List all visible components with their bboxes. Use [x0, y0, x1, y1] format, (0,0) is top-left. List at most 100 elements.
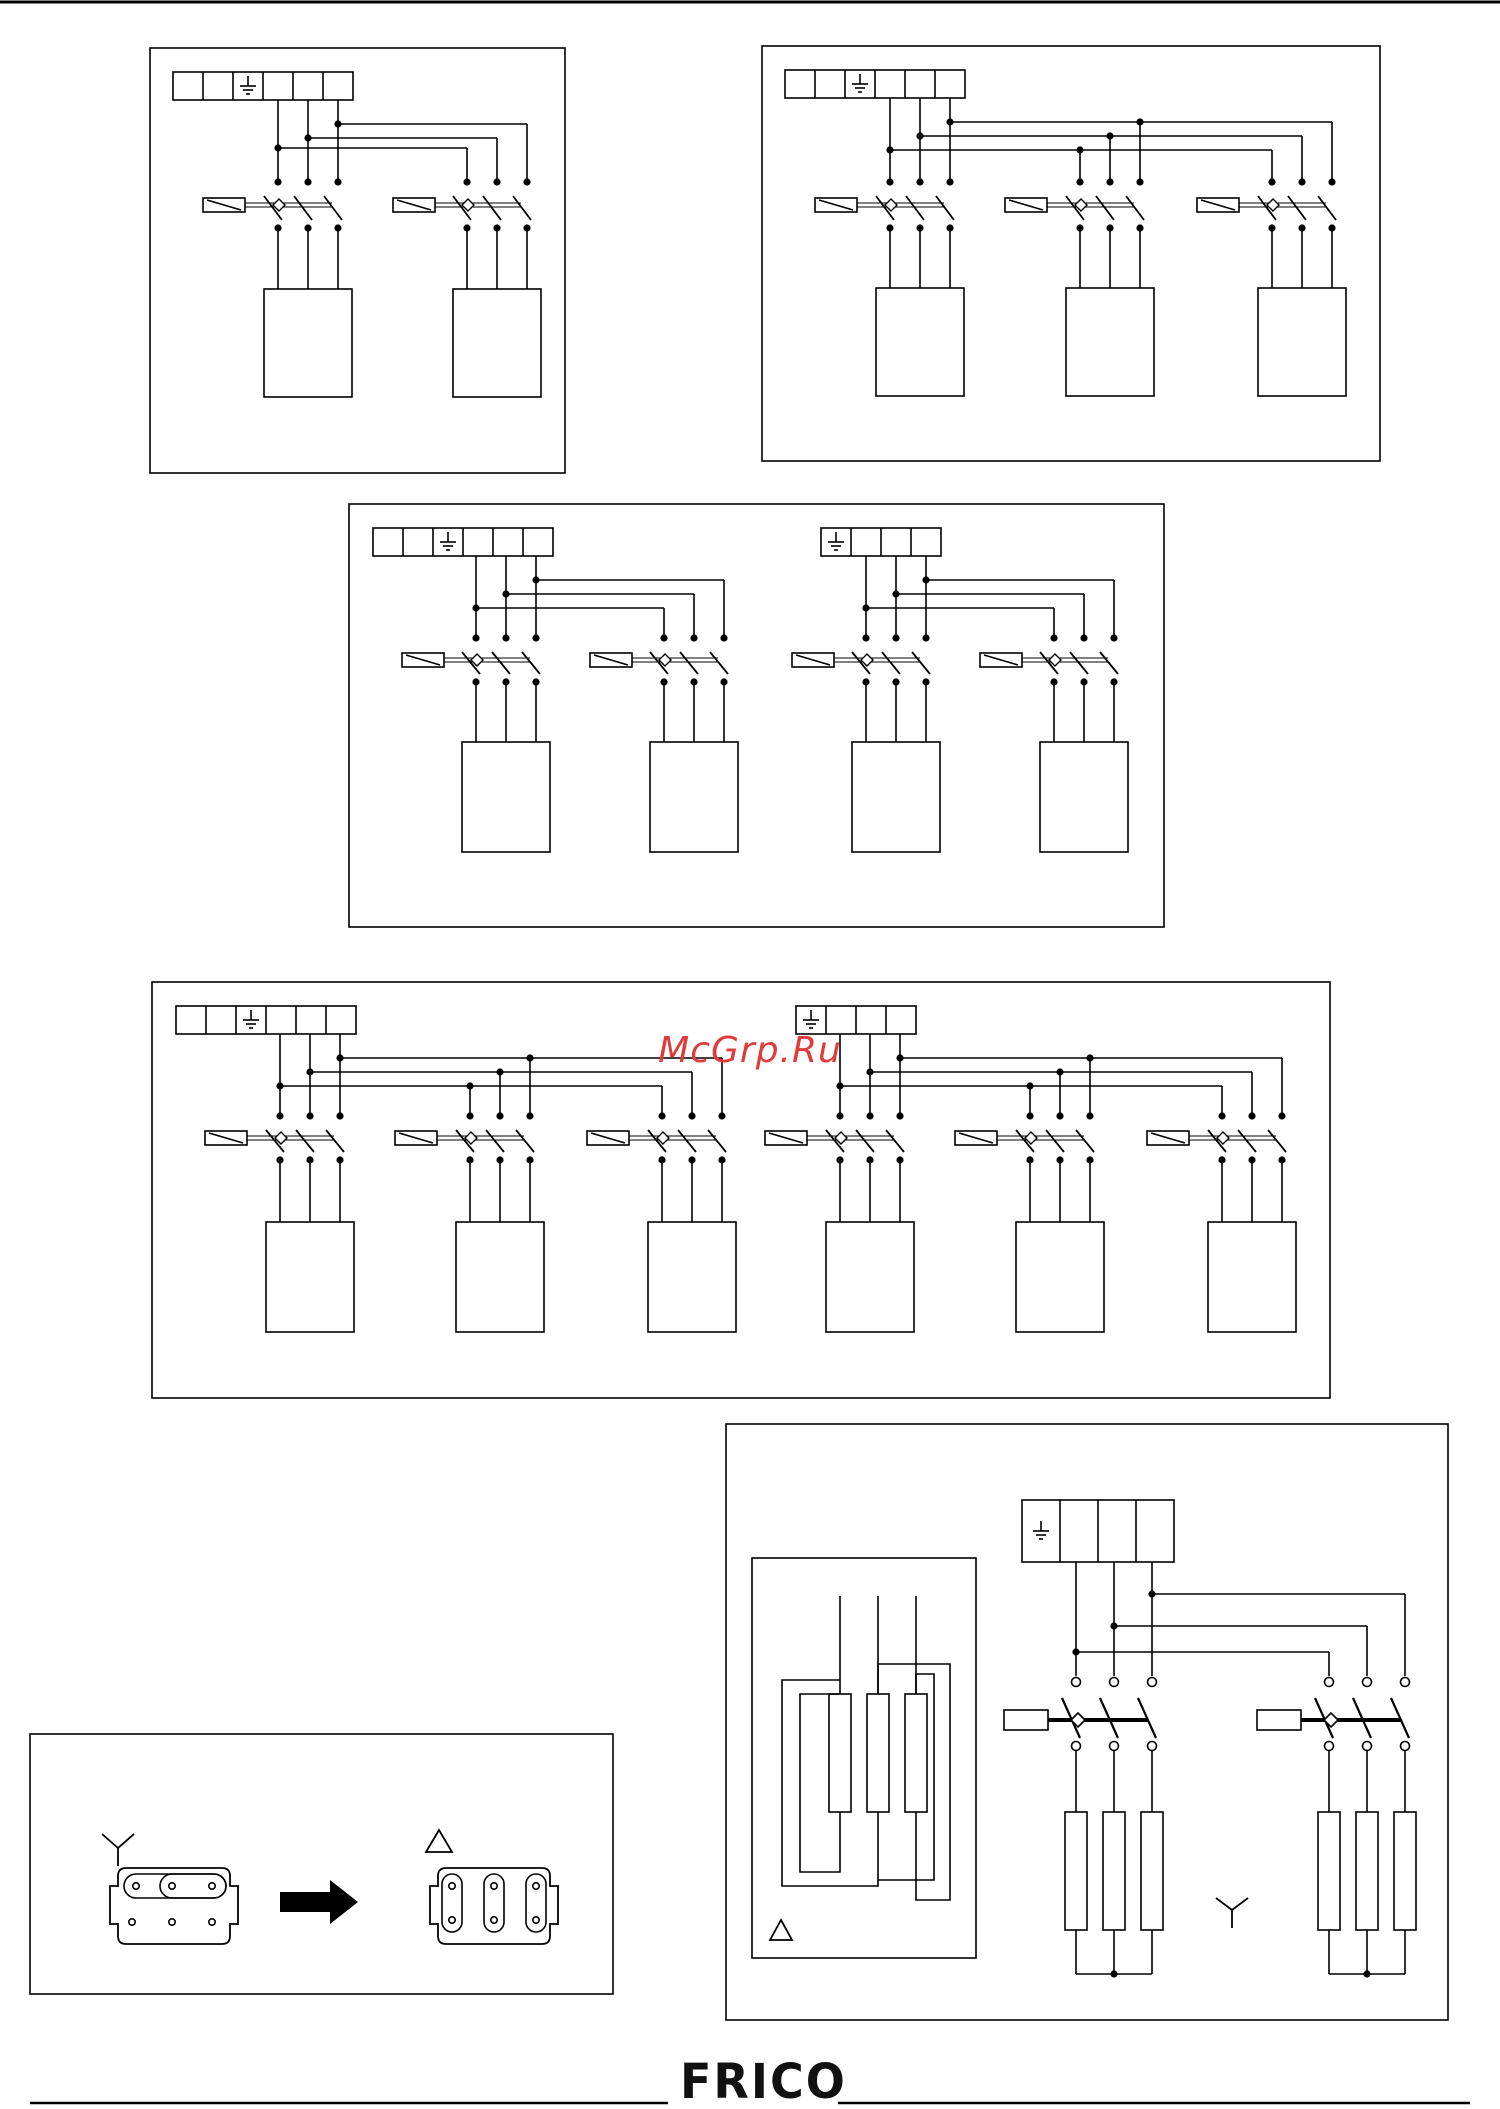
diagram-four-units: [349, 504, 1164, 927]
junction-dot: [892, 634, 899, 641]
junction-dot: [526, 1112, 533, 1119]
terminal-ring: [1148, 1678, 1157, 1687]
heater-unit: [852, 742, 940, 852]
junction-dot: [1268, 178, 1275, 185]
junction-dot: [1136, 178, 1143, 185]
heating-element: [1065, 1812, 1087, 1930]
heater-unit: [1066, 288, 1154, 396]
junction-dot: [660, 634, 667, 641]
terminal-block-large: [1022, 1500, 1174, 1562]
terminal-block-small: [821, 528, 941, 556]
junction-dot: [1278, 1112, 1285, 1119]
panel-frame: [349, 504, 1164, 927]
terminal-ring: [169, 1919, 175, 1925]
earth-icon: [803, 1010, 819, 1028]
coil-icon: [205, 1131, 247, 1145]
terminal-ring: [1110, 1678, 1119, 1687]
junction-dot: [1106, 178, 1113, 185]
earth-icon: [852, 74, 868, 92]
junction-dot: [866, 1112, 873, 1119]
panel-frame: [762, 46, 1380, 461]
junction-dot: [306, 1112, 313, 1119]
terminal-ring: [449, 1917, 455, 1923]
earth-icon: [1033, 1521, 1049, 1539]
coil-icon: [590, 653, 632, 667]
heater-unit: [1016, 1222, 1104, 1332]
heating-element: [1103, 1812, 1125, 1930]
terminal-ring: [533, 1883, 539, 1889]
heater-unit: [650, 742, 738, 852]
terminal-ring: [449, 1883, 455, 1889]
coil-icon: [1197, 198, 1239, 212]
terminal-ring: [1072, 1742, 1081, 1751]
terminal-plate-star: [110, 1868, 238, 1944]
contactor-switch: [205, 1112, 344, 1163]
junction-dot: [472, 634, 479, 641]
junction-dot: [496, 1112, 503, 1119]
terminal-ring: [1110, 1742, 1119, 1751]
heater-unit: [826, 1222, 914, 1332]
terminal-ring: [1401, 1742, 1410, 1751]
earth-icon: [243, 1010, 259, 1028]
contactor-switch: [402, 634, 540, 685]
panel-frame: [152, 982, 1330, 1398]
junction-dot: [1076, 178, 1083, 185]
terminal-block: [373, 528, 553, 556]
junction-dot: [1110, 634, 1117, 641]
earth-icon: [240, 76, 256, 94]
contactor-switch: [1197, 178, 1336, 231]
star-icon: [102, 1834, 134, 1866]
junction-dot: [463, 178, 470, 185]
contactor-switch: [955, 1112, 1094, 1163]
coil-icon: [815, 198, 857, 212]
junction-dot: [1218, 1112, 1225, 1119]
star-icon: [1216, 1898, 1248, 1928]
heating-element: [829, 1694, 851, 1812]
coil-icon: [765, 1131, 807, 1145]
junction-dot: [862, 634, 869, 641]
junction-dot: [1086, 1112, 1093, 1119]
coil-icon: [395, 1131, 437, 1145]
junction-dot: [1363, 1970, 1370, 1977]
junction-dot: [916, 178, 923, 185]
junction-dot: [690, 634, 697, 641]
earth-icon: [828, 532, 844, 550]
terminal-ring: [1148, 1742, 1157, 1751]
heater-unit: [648, 1222, 736, 1332]
junction-dot: [688, 1112, 695, 1119]
junction-dot: [466, 1112, 473, 1119]
junction-dot: [1110, 1970, 1117, 1977]
terminal-ring: [491, 1883, 497, 1889]
junction-dot: [276, 1112, 283, 1119]
junction-dot: [1050, 634, 1057, 641]
coil-icon: [1257, 1710, 1301, 1730]
coil-icon: [980, 653, 1022, 667]
terminal-block: [785, 70, 965, 98]
contactor-switch: [815, 178, 954, 231]
terminal-ring: [129, 1919, 135, 1925]
terminal-ring: [209, 1883, 215, 1889]
contactor-switch: [393, 178, 531, 231]
heater-unit: [1258, 288, 1346, 396]
terminal-block: [173, 72, 353, 100]
junction-dot: [304, 178, 311, 185]
coil-icon: [587, 1131, 629, 1145]
terminal-ring: [1072, 1678, 1081, 1687]
coil-icon: [1147, 1131, 1189, 1145]
diagram-star-delta-heaters: [726, 1424, 1448, 2020]
heating-element: [1356, 1812, 1378, 1930]
heater-unit: [264, 289, 352, 397]
junction-dot: [922, 634, 929, 641]
junction-dot: [1248, 1112, 1255, 1119]
junction-dot: [1026, 1112, 1033, 1119]
contactor-switch: [980, 634, 1118, 685]
junction-dot: [502, 634, 509, 641]
diagram-two-units: [150, 48, 565, 473]
contactor-switch: [1147, 1112, 1286, 1163]
heating-element: [1141, 1812, 1163, 1930]
junction-dot: [658, 1112, 665, 1119]
diagram-six-units: [152, 982, 1330, 1398]
arrow-right-icon: [280, 1880, 358, 1924]
coil-icon: [1004, 1710, 1048, 1730]
